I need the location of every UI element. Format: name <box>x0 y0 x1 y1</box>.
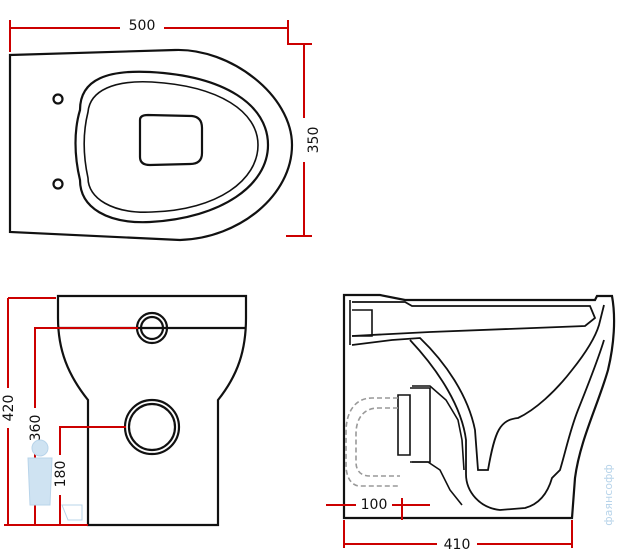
side-view-floor-pipe-dashed-inner <box>355 407 400 477</box>
top-view-seat-rim <box>74 70 270 224</box>
side-depth-dimension-label: 410 <box>444 537 471 551</box>
side-view-trapway <box>409 339 605 511</box>
upper-outlet-height-label: 360 <box>28 415 44 442</box>
top-view <box>8 48 294 242</box>
watermark-figure-body <box>27 457 53 506</box>
offset-dimension-label: 100 <box>361 497 388 513</box>
lower-outlet-inner <box>127 402 177 452</box>
upper-outlet-inner <box>139 315 165 341</box>
watermark-figure <box>27 439 83 521</box>
lower-outlet-leader <box>59 426 126 525</box>
front-view-outline <box>56 294 248 527</box>
side-view-outlet-flange <box>412 385 465 506</box>
depth-dimension-label: 350 <box>306 127 322 154</box>
lower-outlet-outer <box>123 398 181 456</box>
side-view-water-inlet <box>349 300 373 345</box>
front-view <box>56 294 248 527</box>
side-view <box>342 293 616 520</box>
top-view-seat-inner <box>83 80 259 213</box>
side-view-bowl-rim <box>351 301 597 337</box>
seat-hinge-hole-top <box>52 93 64 105</box>
side-view-outlet-pipe <box>397 387 431 463</box>
top-view-drain-opening <box>138 113 204 167</box>
height-dimension-label: 420 <box>1 395 17 422</box>
side-view-outer-body <box>342 293 616 520</box>
seat-hinge-hole-bottom <box>52 178 64 190</box>
watermark-figure-head <box>31 439 49 457</box>
width-extension-right <box>287 20 312 45</box>
side-view-floor-pipe-dashed <box>345 397 400 487</box>
front-view-dimensions <box>4 297 138 526</box>
width-dimension-label: 500 <box>129 18 156 34</box>
watermark-text: фаянсофф <box>602 464 615 526</box>
lower-outlet-height-label: 180 <box>53 461 69 488</box>
side-view-inner-bowl <box>351 304 605 471</box>
watermark-toilet-icon <box>61 504 83 521</box>
top-view-outline <box>8 48 294 242</box>
